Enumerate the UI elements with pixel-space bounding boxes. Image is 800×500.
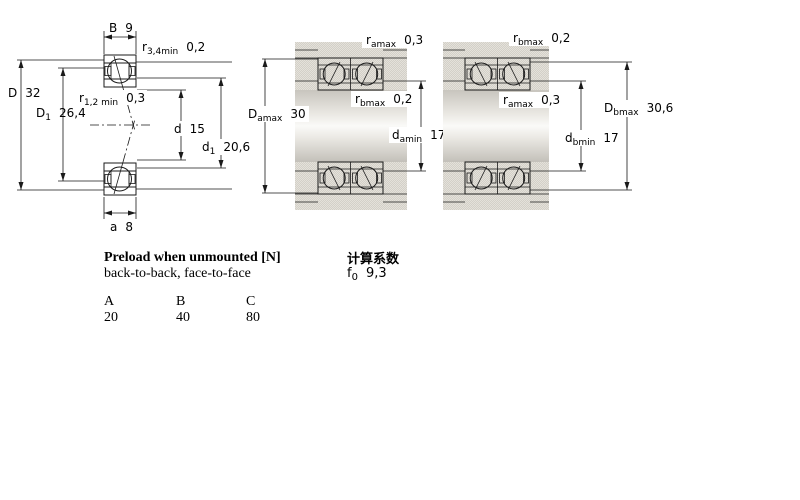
contact-angle-line [113, 55, 124, 89]
calc-factor-f0: f0 9,3 [347, 266, 387, 283]
preload-value-A: 20 [104, 310, 118, 325]
f0-value: 9,3 [365, 266, 387, 281]
preload-subtitle: back-to-back, face-to-face [104, 266, 251, 281]
preload-col-A: A [104, 294, 115, 309]
bearing-pair-bottom [464, 161, 531, 195]
f0-subscript: 0 [351, 272, 358, 283]
preload-col-B: B [176, 294, 186, 309]
bearing-pair-top [464, 57, 531, 91]
preload-title: Preload when unmounted [N] [104, 250, 281, 265]
bearing-pair-bottom [317, 161, 384, 195]
bearing-pair-top [317, 57, 384, 91]
preload-value-C: 80 [246, 310, 260, 325]
f0-symbol: f [347, 266, 352, 281]
calc-factors-title: 计算系数 [347, 252, 400, 267]
bearing-section-bottom [103, 118, 137, 196]
housing-bore-lines [295, 49, 426, 203]
bearing-section-top [103, 54, 137, 132]
shaft-lines [136, 61, 232, 190]
ball [107, 58, 132, 84]
preload-col-C: C [246, 294, 256, 309]
housing-bore-lines [443, 49, 586, 203]
preload-value-B: 40 [176, 310, 190, 325]
ball [107, 166, 132, 192]
